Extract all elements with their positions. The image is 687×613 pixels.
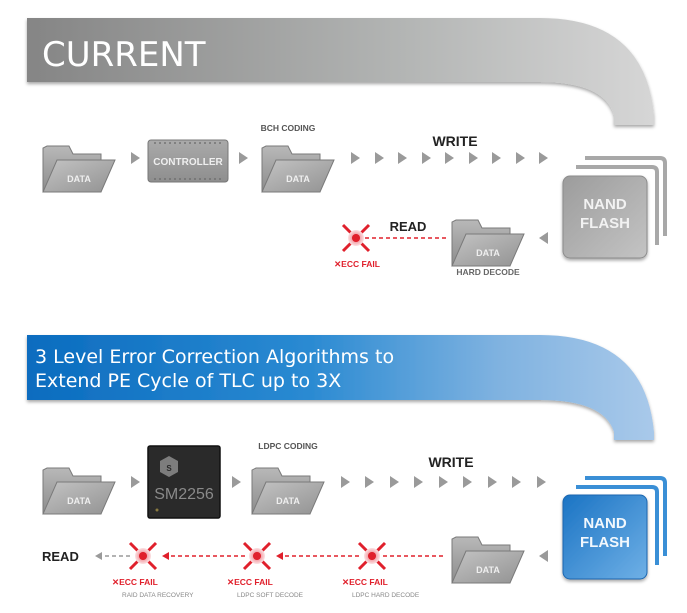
improved-section: 3 Level Error Correction Algorithms to E… <box>27 335 667 599</box>
current-title: CURRENT <box>42 35 206 75</box>
arrow-right-icon <box>131 152 140 164</box>
stage-label: RAID DATA RECOVERY <box>122 592 194 599</box>
sm-logo-icon: S <box>160 456 178 477</box>
sm2256-chip-icon: S SM2256 <box>147 445 221 519</box>
current-header-band <box>27 18 654 125</box>
arrow-left-icon <box>162 552 169 560</box>
arrow-right-icon <box>239 152 248 164</box>
coded-folder-label: DATA <box>276 496 300 506</box>
nand-line1: NAND <box>583 515 626 532</box>
write-label: WRITE <box>432 133 477 149</box>
nand-line2: FLASH <box>580 215 630 232</box>
fail-stage-raid: ✕ECC FAIL RAID DATA RECOVERY <box>112 577 194 599</box>
data-folder-icon: DATA <box>42 145 116 193</box>
fail-stage-hard: ✕ECC FAIL LDPC HARD DECODE <box>342 577 420 599</box>
svg-text:S: S <box>166 464 172 473</box>
arrow-left-icon <box>95 552 102 560</box>
arrow-right-icon <box>131 476 140 488</box>
data-folder-icon: DATA <box>42 467 116 515</box>
nand-line2: FLASH <box>580 534 630 551</box>
read-folder-label: DATA <box>476 248 500 258</box>
write-label: WRITE <box>428 454 473 470</box>
arrow-left-icon <box>276 552 283 560</box>
ecc-fail-label: ✕ECC FAIL <box>334 259 380 269</box>
ecc-fail-label: ✕ECC FAIL <box>227 577 273 587</box>
read-label: READ <box>42 549 79 564</box>
ecc-fail-icon <box>242 541 272 571</box>
arrow-left-icon <box>539 232 548 244</box>
nand-line1: NAND <box>583 196 626 213</box>
coded-folder-icon: DATA <box>261 145 335 193</box>
improved-header-band <box>27 335 654 440</box>
coded-folder-label: DATA <box>286 174 310 184</box>
coding-label: LDPC CODING <box>258 441 318 451</box>
write-arrows <box>351 152 548 164</box>
read-folder-icon: DATA <box>451 536 525 584</box>
ecc-fail-icon <box>357 541 387 571</box>
ecc-fail-label: ✕ECC FAIL <box>342 577 388 587</box>
write-arrows <box>341 476 546 488</box>
read-folder-icon: DATA <box>451 219 525 267</box>
current-section: CURRENT DATA CONTROLLER BCH CODING DATA <box>27 18 667 277</box>
arrow-right-icon <box>232 476 241 488</box>
controller-chip-icon: CONTROLLER <box>147 139 229 183</box>
controller-label: SM2256 <box>154 486 214 503</box>
nand-flash-icon: NAND FLASH <box>562 476 667 580</box>
controller-label: CONTROLLER <box>153 157 223 168</box>
data-folder-label: DATA <box>67 496 91 506</box>
decode-label: HARD DECODE <box>456 267 520 277</box>
ecc-fail-label: ✕ECC FAIL <box>112 577 158 587</box>
improved-title-line2: Extend PE Cycle of TLC up to 3X <box>35 370 341 392</box>
improved-title-line1: 3 Level Error Correction Algorithms to <box>35 346 394 368</box>
coding-label: BCH CODING <box>261 123 316 133</box>
coded-folder-icon: DATA <box>251 467 325 515</box>
ecc-fail-icon <box>128 541 158 571</box>
nand-flash-icon: NAND FLASH <box>562 156 667 259</box>
read-folder-label: DATA <box>476 565 500 575</box>
read-label: READ <box>390 219 427 234</box>
fail-stage-soft: ✕ECC FAIL LDPC SOFT DECODE <box>227 577 304 599</box>
data-folder-label: DATA <box>67 174 91 184</box>
arrow-left-icon <box>539 550 548 562</box>
stage-label: LDPC SOFT DECODE <box>237 592 304 599</box>
stage-label: LDPC HARD DECODE <box>352 592 420 599</box>
